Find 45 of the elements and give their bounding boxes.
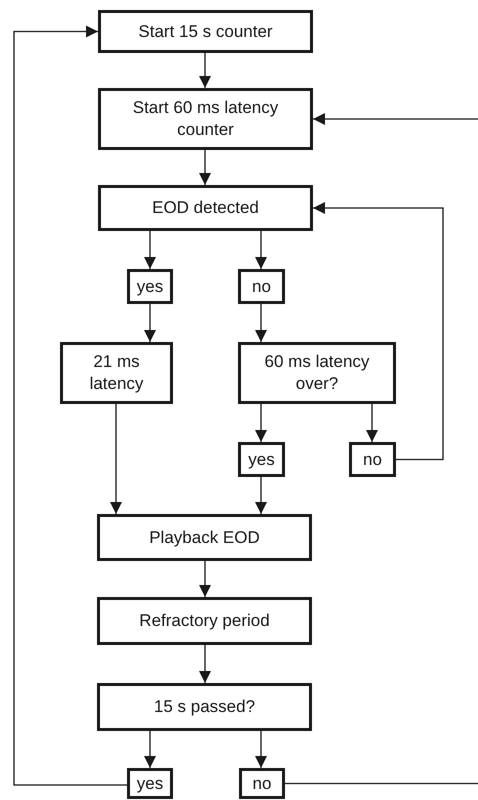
process-box xyxy=(97,597,312,645)
process-box xyxy=(127,768,173,799)
process-box xyxy=(98,88,313,150)
box-label: 21 ms latency xyxy=(88,351,144,395)
arrow xyxy=(144,304,156,342)
arrow xyxy=(255,304,267,342)
process-box xyxy=(238,342,396,404)
box-label: no xyxy=(252,276,271,298)
arrow xyxy=(199,53,211,88)
process-box xyxy=(98,10,313,53)
process-box xyxy=(238,269,285,304)
process-box xyxy=(127,269,173,304)
process-box xyxy=(97,683,312,731)
process-box xyxy=(239,768,285,799)
arrow xyxy=(255,231,267,269)
arrow xyxy=(13,26,127,786)
process-box xyxy=(349,442,396,477)
process-box xyxy=(238,442,285,477)
box-label: yes xyxy=(136,772,164,794)
arrow xyxy=(313,202,444,460)
box-label: yes xyxy=(136,276,164,298)
box-label: Start 60 ms latency counter xyxy=(132,97,280,141)
box-label: yes xyxy=(248,448,275,470)
box-label: EOD detected xyxy=(152,197,259,219)
box-label: no xyxy=(252,772,272,794)
box-label: Playback EOD xyxy=(149,526,260,548)
arrow xyxy=(199,561,211,597)
arrow xyxy=(144,731,156,768)
process-box xyxy=(97,514,312,561)
arrow xyxy=(255,731,267,768)
process-box xyxy=(98,185,313,231)
arrow xyxy=(313,113,478,125)
arrow xyxy=(199,150,211,185)
arrow xyxy=(144,231,156,269)
box-label: Refractory period xyxy=(139,610,270,632)
arrow xyxy=(366,404,378,442)
process-box xyxy=(60,342,173,404)
box-label: Start 15 s counter xyxy=(138,20,273,42)
arrow xyxy=(255,477,267,514)
arrow xyxy=(199,645,211,683)
arrow xyxy=(110,404,122,514)
box-label: no xyxy=(363,448,382,470)
arrow xyxy=(255,404,267,442)
box-label: 15 s passed? xyxy=(154,696,256,718)
box-label: 60 ms latency over? xyxy=(264,351,370,395)
